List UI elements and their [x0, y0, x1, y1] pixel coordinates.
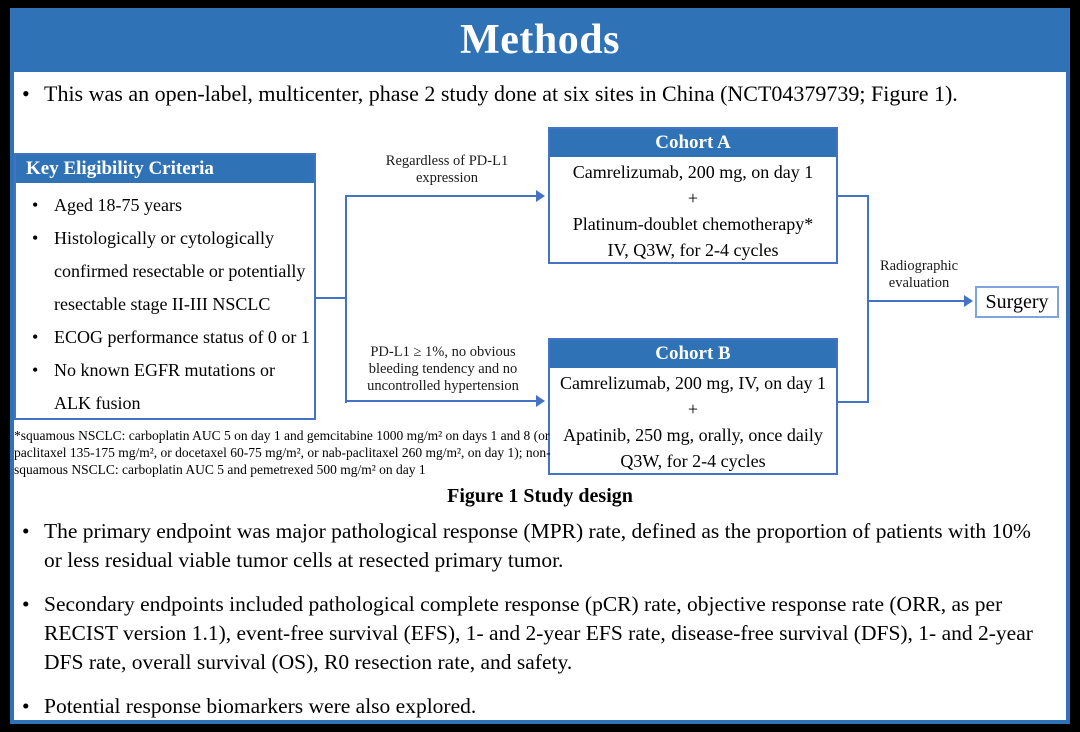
arrowhead-surgery — [964, 295, 973, 307]
eligibility-header: Key Eligibility Criteria — [16, 155, 314, 183]
connector-branch-vertical — [345, 195, 347, 403]
intro-bullet-list: This was an open-label, multicenter, pha… — [22, 80, 1052, 108]
surgery-box: Surgery — [975, 286, 1059, 318]
cohort-b-line: Apatinib, 250 mg, orally, once daily — [563, 425, 823, 445]
eligibility-box: Key Eligibility Criteria Aged 18-75 year… — [14, 153, 316, 420]
cohort-a-line: Platinum-doublet chemotherapy* — [572, 214, 814, 234]
cohort-b-line: Camrelizumab, 200 mg, IV, on day 1 — [559, 373, 827, 393]
cohort-b-line: + — [687, 399, 699, 419]
figure-caption: Figure 1 Study design — [447, 485, 633, 507]
connector-to-cohort-b — [345, 400, 536, 402]
arrowhead-cohort-a — [536, 190, 545, 202]
cohort-b-box: Cohort B Camrelizumab, 200 mg, IV, on da… — [548, 338, 838, 475]
arrowhead-cohort-b — [536, 395, 545, 407]
eligibility-list: Aged 18-75 yearsHistologically or cytolo… — [26, 189, 310, 420]
connector-to-surgery — [867, 300, 964, 302]
cohort-a-line: IV, Q3W, for 2-4 cycles — [607, 240, 779, 260]
endpoint-bullet: Potential response biomarkers were also … — [22, 692, 1052, 721]
chemotherapy-footnote: *squamous NSCLC: carboplatin AUC 5 on da… — [14, 428, 551, 477]
eligibility-item: No known EGFR mutations or ALK fusion — [26, 354, 310, 420]
title-bar: Methods — [10, 8, 1070, 72]
endpoint-bullet: The primary endpoint was major pathologi… — [22, 517, 1052, 575]
endpoint-bullet: Secondary endpoints included pathologica… — [22, 590, 1052, 677]
connector-eligibility — [316, 297, 346, 299]
branch-label-top: Regardless of PD-L1 expression — [385, 153, 509, 186]
eligibility-item: Aged 18-75 years — [26, 189, 310, 222]
cohort-b-header: Cohort B — [550, 340, 836, 368]
cohort-a-line: + — [687, 188, 699, 208]
connector-to-cohort-a — [345, 195, 536, 197]
connector-cohort-b-out — [838, 401, 869, 403]
connector-merge-vertical — [867, 195, 869, 403]
cohort-b-line: Q3W, for 2-4 cycles — [620, 451, 766, 471]
cohort-a-box: Cohort A Camrelizumab, 200 mg, on day 1 +… — [548, 127, 838, 264]
cohort-b-body: Camrelizumab, 200 mg, IV, on day 1 + Apati… — [550, 368, 836, 474]
cohort-a-line: Camrelizumab, 200 mg, on day 1 — [572, 162, 814, 182]
eligibility-body: Aged 18-75 yearsHistologically or cytolo… — [16, 183, 314, 420]
intro-bullet: This was an open-label, multicenter, pha… — [22, 80, 1052, 108]
branch-label-bottom: PD-L1 ≥ 1%, no obvious bleeding tendency… — [367, 344, 519, 394]
connector-cohort-a-out — [838, 195, 869, 197]
eligibility-item: Histologically or cytologically confirme… — [26, 222, 310, 321]
evaluation-label: Radiographic evaluation — [879, 258, 959, 291]
cohort-a-header: Cohort A — [550, 129, 836, 157]
page-title: Methods — [460, 17, 620, 63]
eligibility-item: ECOG performance status of 0 or 1 — [26, 321, 310, 354]
cohort-a-body: Camrelizumab, 200 mg, on day 1 + Platinum-… — [550, 157, 836, 263]
endpoint-bullet-list: The primary endpoint was major pathologi… — [22, 517, 1052, 721]
